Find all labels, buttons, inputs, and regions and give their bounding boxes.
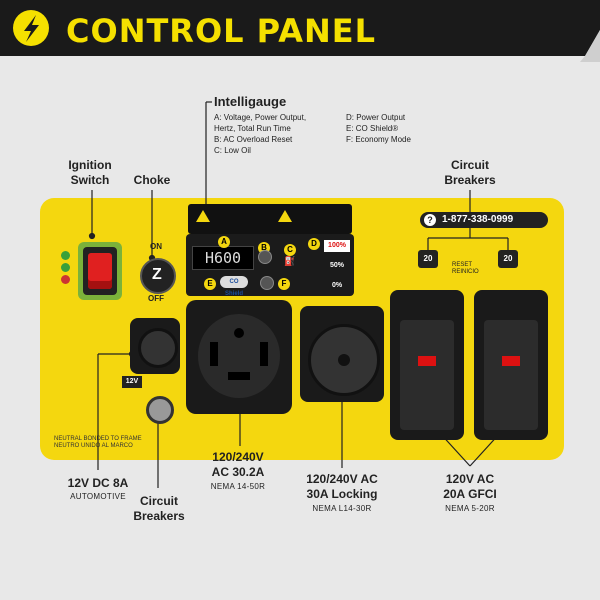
- outlet-14-50-housing: [186, 300, 292, 414]
- gfci-outlet-right-housing: [474, 290, 548, 440]
- center-slot: [338, 354, 350, 366]
- gfci-outlet-right[interactable]: [484, 320, 538, 430]
- prong-slot: [210, 342, 218, 366]
- dc-outlet-housing: [130, 318, 180, 374]
- marker-e: E: [204, 278, 216, 290]
- outlet-l14-30-housing: [300, 306, 384, 402]
- ignition-switch-housing: [83, 247, 117, 295]
- outlet-l14-30[interactable]: [308, 324, 380, 396]
- load-level-50: 50%: [329, 262, 344, 269]
- marker-d: D: [308, 238, 320, 250]
- outlet-14-50[interactable]: [198, 314, 280, 398]
- choke-on-text: ON: [150, 242, 162, 251]
- legend-line-a2: Hertz, Total Run Time: [214, 124, 291, 133]
- warning-icon-2: [278, 210, 292, 222]
- header-banner: [0, 0, 600, 62]
- warning-label-plate: [188, 204, 352, 234]
- legend-line-f: F: Economy Mode: [346, 135, 411, 144]
- marker-c: C: [284, 244, 296, 256]
- start-indicator-icon: [60, 251, 70, 260]
- ignition-switch[interactable]: [88, 253, 112, 289]
- gfci-outlet-sublabel: NEMA 5-20R: [445, 504, 495, 513]
- legend-line-b: B: AC Overload Reset: [214, 135, 293, 144]
- dc-outlet-sublabel: AUTOMOTIVE: [70, 492, 126, 501]
- breaker-left[interactable]: 20: [418, 250, 438, 268]
- choke-symbol-icon: Z: [152, 266, 162, 283]
- ignition-status-lights: [58, 248, 72, 296]
- prong-slot: [260, 342, 268, 366]
- legend-line-e: E: CO Shield®: [346, 124, 399, 133]
- economy-mode-button[interactable]: [260, 276, 274, 290]
- dc-circuit-breaker[interactable]: [146, 396, 174, 424]
- run-indicator-icon: [60, 263, 70, 272]
- page-title: CONTROL PANEL: [66, 12, 376, 50]
- co-shield-badge: CO Shield: [220, 276, 248, 297]
- choke-off-text: OFF: [148, 294, 164, 303]
- intelligauge-title: Intelligauge: [214, 94, 287, 109]
- load-level-0: 0%: [331, 282, 343, 289]
- dc-badge: 12V: [122, 376, 142, 388]
- choke-knob[interactable]: Z: [140, 258, 176, 294]
- choke-label: Choke: [133, 173, 171, 187]
- ignition-switch-bezel: [78, 242, 122, 300]
- overload-reset-button[interactable]: [258, 250, 272, 264]
- legend-line-c: C: Low Oil: [214, 146, 251, 155]
- warning-icon: [196, 210, 210, 222]
- marker-a: A: [218, 236, 230, 248]
- question-icon: ?: [424, 214, 436, 226]
- ground-slot: [234, 328, 244, 338]
- oil-can-icon: ⛽: [284, 256, 296, 266]
- gfci-test-button-2[interactable]: [502, 356, 520, 366]
- support-phone-badge: ? 1-877-338-0999: [420, 212, 548, 228]
- prong-slot: [228, 372, 250, 380]
- support-phone: 1-877-338-0999: [442, 214, 514, 225]
- lightning-bolt-icon: [24, 15, 39, 42]
- stop-indicator-icon: [60, 275, 70, 284]
- gfci-outlet-left[interactable]: [400, 320, 454, 430]
- dc-outlet[interactable]: [138, 328, 178, 368]
- outlet-l14-30-sublabel: NEMA L14-30R: [312, 504, 372, 513]
- intelligauge-legend-left: A: Voltage, Power Output, Hertz, Total R…: [214, 112, 344, 156]
- breaker-right[interactable]: 20: [498, 250, 518, 268]
- legend-line-d: D: Power Output: [346, 113, 406, 122]
- intelligauge-legend-right: D: Power Output E: CO Shield® F: Economy…: [346, 112, 456, 145]
- dc-outlet-label: 12V DC 8A: [67, 476, 129, 490]
- intelligauge-display: H600 A B C D E F CO Shield ⛽ 100% 50% 0%: [186, 234, 354, 297]
- load-level-100: 100%: [324, 240, 350, 252]
- marker-f: F: [278, 278, 290, 290]
- legend-line-a1: A: Voltage, Power Output,: [214, 113, 307, 122]
- gfci-outlet-left-housing: [390, 290, 464, 440]
- outlet-14-50-sublabel: NEMA 14-50R: [210, 482, 266, 491]
- gfci-test-button[interactable]: [418, 356, 436, 366]
- intelligauge-readout: H600: [192, 246, 254, 270]
